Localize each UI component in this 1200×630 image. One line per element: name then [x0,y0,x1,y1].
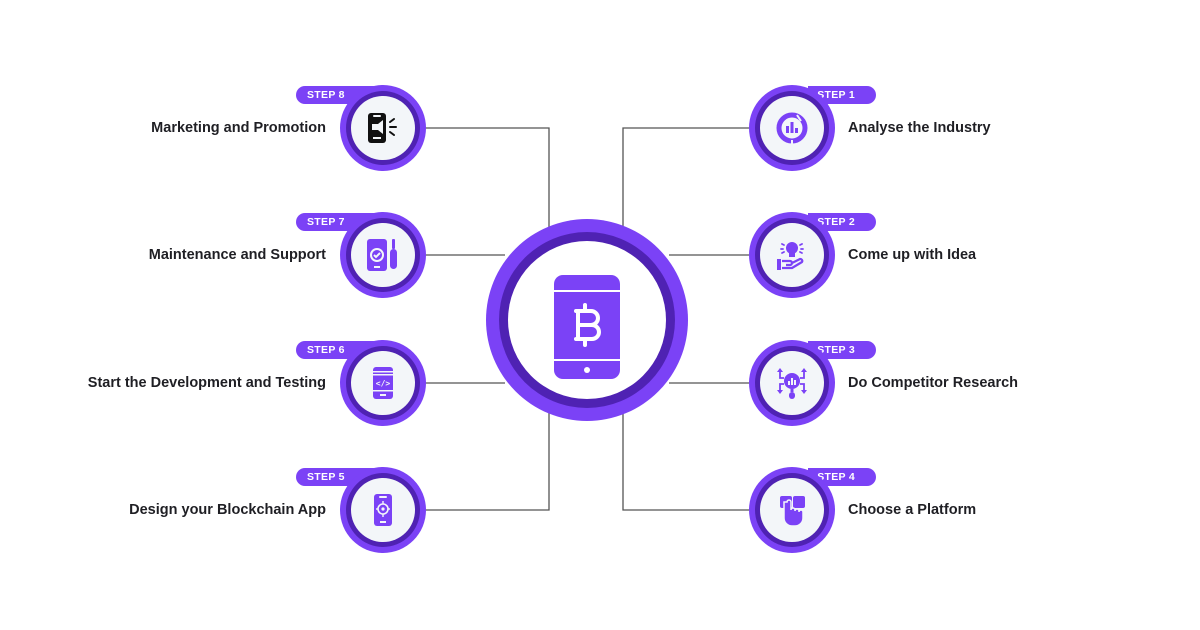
bitcoin-phone-icon [554,275,620,379]
step-8-node [340,85,426,171]
mobile-design-target-icon [374,494,392,526]
central-hub [486,219,688,421]
step-5-node [340,467,426,553]
step-4-label: Choose a Platform [848,502,977,518]
research-network-icon [777,368,807,399]
step-2-node [749,212,835,298]
mobile-megaphone-icon [368,113,397,143]
step-1-label: Analyse the Industry [848,120,991,136]
analytics-chart-icon [776,112,808,144]
step-7-label: Maintenance and Support [148,247,326,263]
mobile-check-tool-icon [367,239,397,271]
step-3-label: Do Competitor Research [848,375,1019,391]
step-3-node [749,340,835,426]
step-5-label: Design your Blockchain App [129,502,326,518]
idea-bulb-hand-icon [777,242,804,270]
step-2-label: Come up with Idea [848,247,977,263]
tap-select-icon [780,496,805,527]
step-4-node [749,467,835,553]
svg-text:</>: </> [376,379,391,388]
mobile-code-icon: </> [373,367,393,399]
step-1-node [749,85,835,171]
hub-core [508,241,666,399]
hub-inner-ring [499,232,675,408]
step-6-node: </> [340,340,426,426]
step-7-node [340,212,426,298]
step-8-label: Marketing and Promotion [151,120,326,136]
step-6-label: Start the Development and Testing [87,375,326,391]
